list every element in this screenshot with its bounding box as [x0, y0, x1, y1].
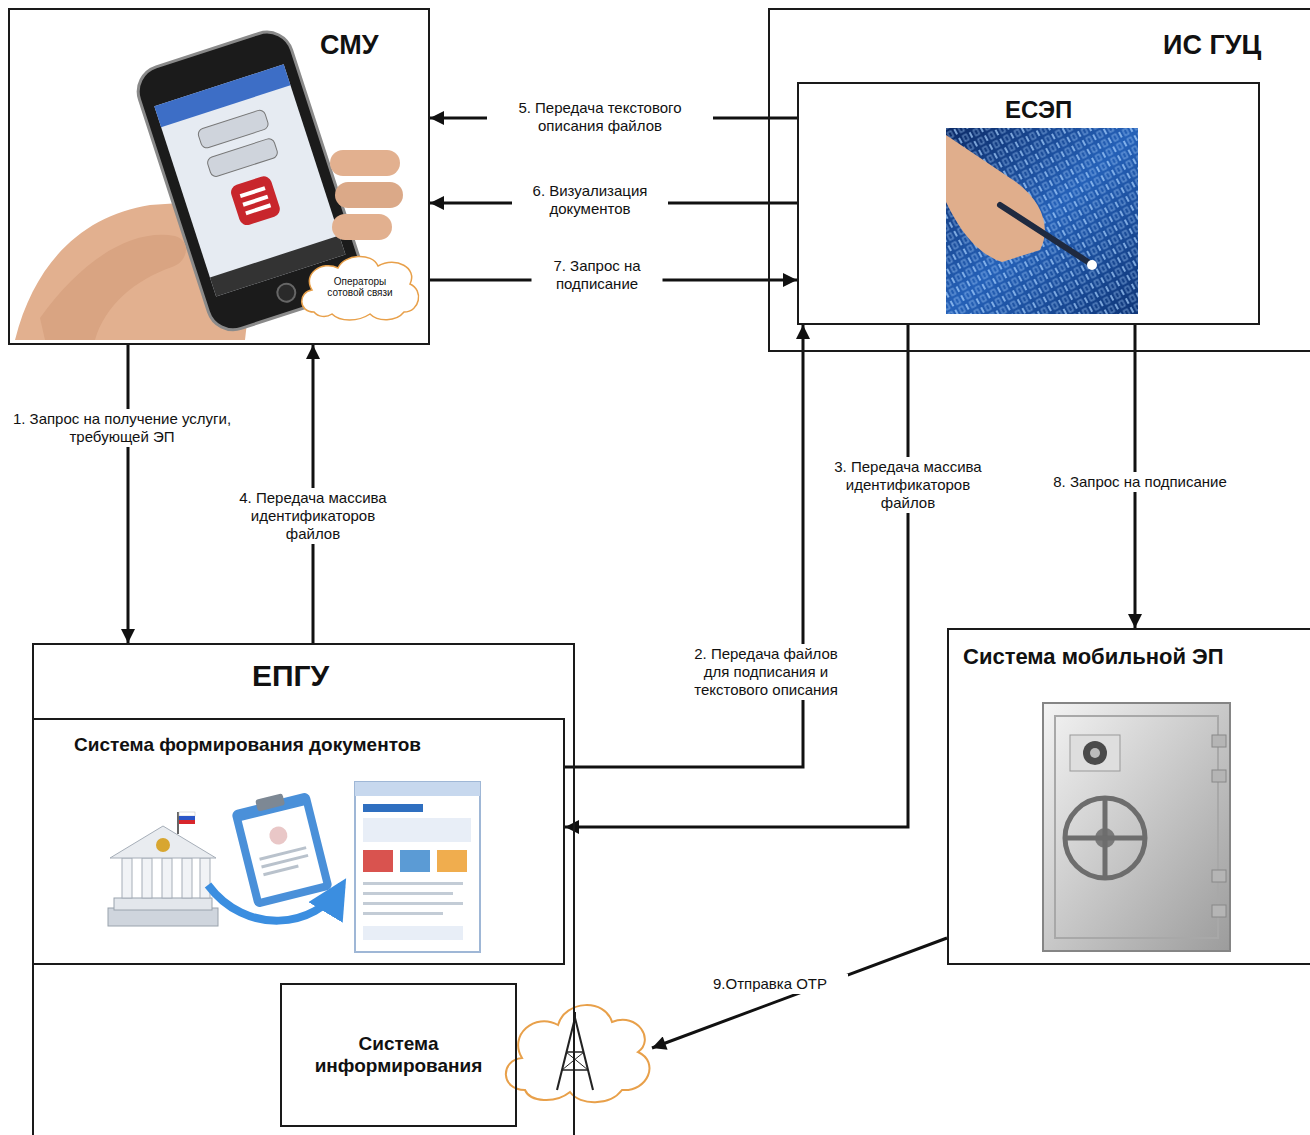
tower-illustration: [506, 1005, 650, 1102]
cloud-label: Операторы сотовой связи: [314, 276, 406, 299]
node-title: Система информирования: [292, 1033, 505, 1077]
edge-label: 3. Передача массива идентификаторов файл…: [820, 457, 996, 513]
connector-arrow: [652, 938, 947, 1048]
subsystem-box: ЕСЭП: [797, 82, 1260, 325]
edge-label: 1. Запрос на получение услуги, требующей…: [7, 409, 238, 447]
subsystem-box: Система формирования документов: [32, 718, 565, 965]
signature-illustration: [946, 128, 1138, 314]
node-title: ИС ГУЦ: [1163, 30, 1261, 61]
node-title: Система мобильной ЭП: [963, 644, 1224, 669]
node-title: ЕПГУ: [252, 659, 329, 694]
connector-arrow: [565, 325, 803, 767]
connector-arrow: [127, 345, 130, 643]
edge-label: 8. Запрос на подписание: [1017, 472, 1263, 492]
cloud-path: [302, 256, 419, 320]
cloud-shape: Операторы сотовой связи: [296, 252, 424, 322]
node-title: ЕСЭП: [1005, 96, 1072, 124]
edge-label: 2. Передача файлов для подписания и текс…: [681, 644, 852, 700]
edge-label: 5. Передача текстового описания файлов: [487, 98, 713, 136]
edge-label: 4. Передача массива идентификаторов файл…: [225, 488, 401, 544]
documents-illustration: [108, 782, 480, 952]
node-title: СМУ: [320, 30, 378, 61]
system-box: СМУ Операторы сотовой связи: [8, 8, 430, 345]
safe-illustration: [1043, 703, 1230, 951]
edge-label: 7. Запрос на подписание: [532, 256, 663, 294]
system-box: ЕПГУ Система формирования документовСисте…: [32, 643, 575, 1135]
edge-label: 9.Отправка OTP: [692, 974, 848, 994]
system-box: Система мобильной ЭП: [947, 628, 1310, 965]
edge-label: 6. Визуализация документов: [512, 181, 668, 219]
subsystem-box: Система информирования: [280, 983, 517, 1127]
system-box: ИС ГУЦ ЕСЭП: [768, 8, 1310, 352]
connector-arrow: [565, 325, 908, 827]
node-title: Система формирования документов: [74, 734, 421, 756]
